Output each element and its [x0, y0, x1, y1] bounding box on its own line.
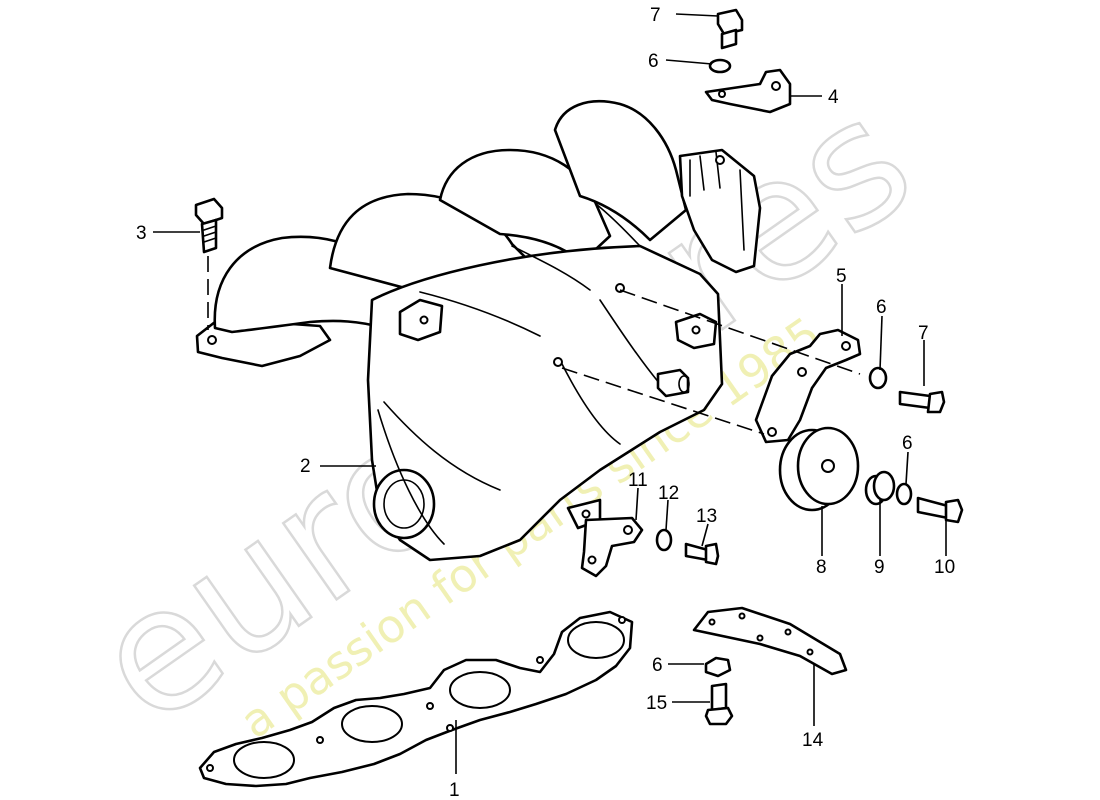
- assembly-line-5-top: [619, 289, 861, 375]
- callout-4: 4: [828, 87, 839, 108]
- callout-6-right: 6: [902, 433, 913, 454]
- rubber-damper-8[interactable]: [778, 426, 860, 512]
- bolt-3[interactable]: [194, 197, 224, 254]
- assembly-line-5-bottom: [561, 367, 765, 435]
- callouts: 1 2 3 4 5 6 6 6 6 7 7 8 9 10 11 12 13 14…: [136, 5, 955, 800]
- support-plate-14[interactable]: [692, 606, 848, 676]
- leader-lines: [153, 13, 947, 774]
- manifold-gasket[interactable]: [198, 610, 634, 788]
- callout-7-top: 7: [650, 5, 661, 26]
- intake-manifold[interactable]: [195, 100, 762, 562]
- callout-8: 8: [816, 557, 827, 578]
- callout-6-lower: 6: [652, 655, 663, 676]
- bracket-11[interactable]: [580, 516, 644, 578]
- callout-10: 10: [934, 557, 955, 578]
- callout-12: 12: [658, 483, 679, 504]
- callout-5: 5: [836, 266, 847, 287]
- nut-6-lower[interactable]: [704, 656, 732, 678]
- callout-11: 11: [628, 470, 648, 491]
- washer-6-top[interactable]: [708, 58, 732, 74]
- bolt-7-top[interactable]: [716, 8, 744, 50]
- callout-9: 9: [874, 557, 885, 578]
- callout-14: 14: [802, 730, 824, 751]
- bolt-15[interactable]: [704, 682, 734, 726]
- bolt-7-mid[interactable]: [898, 390, 946, 414]
- callout-1: 1: [449, 780, 460, 800]
- callout-13: 13: [696, 506, 717, 527]
- spacer-9[interactable]: [864, 470, 896, 506]
- callout-6-top: 6: [648, 51, 659, 72]
- callout-7-mid: 7: [918, 323, 929, 344]
- callout-3: 3: [136, 223, 147, 244]
- callout-15: 15: [646, 693, 667, 714]
- washer-6-right[interactable]: [895, 482, 913, 506]
- washer-12[interactable]: [655, 528, 673, 552]
- bracket-4[interactable]: [704, 68, 792, 114]
- washer-6-mid[interactable]: [868, 366, 888, 390]
- bolt-10[interactable]: [916, 496, 964, 524]
- bolt-13[interactable]: [684, 542, 720, 566]
- callout-6-mid: 6: [876, 297, 887, 318]
- callout-2: 2: [300, 456, 311, 477]
